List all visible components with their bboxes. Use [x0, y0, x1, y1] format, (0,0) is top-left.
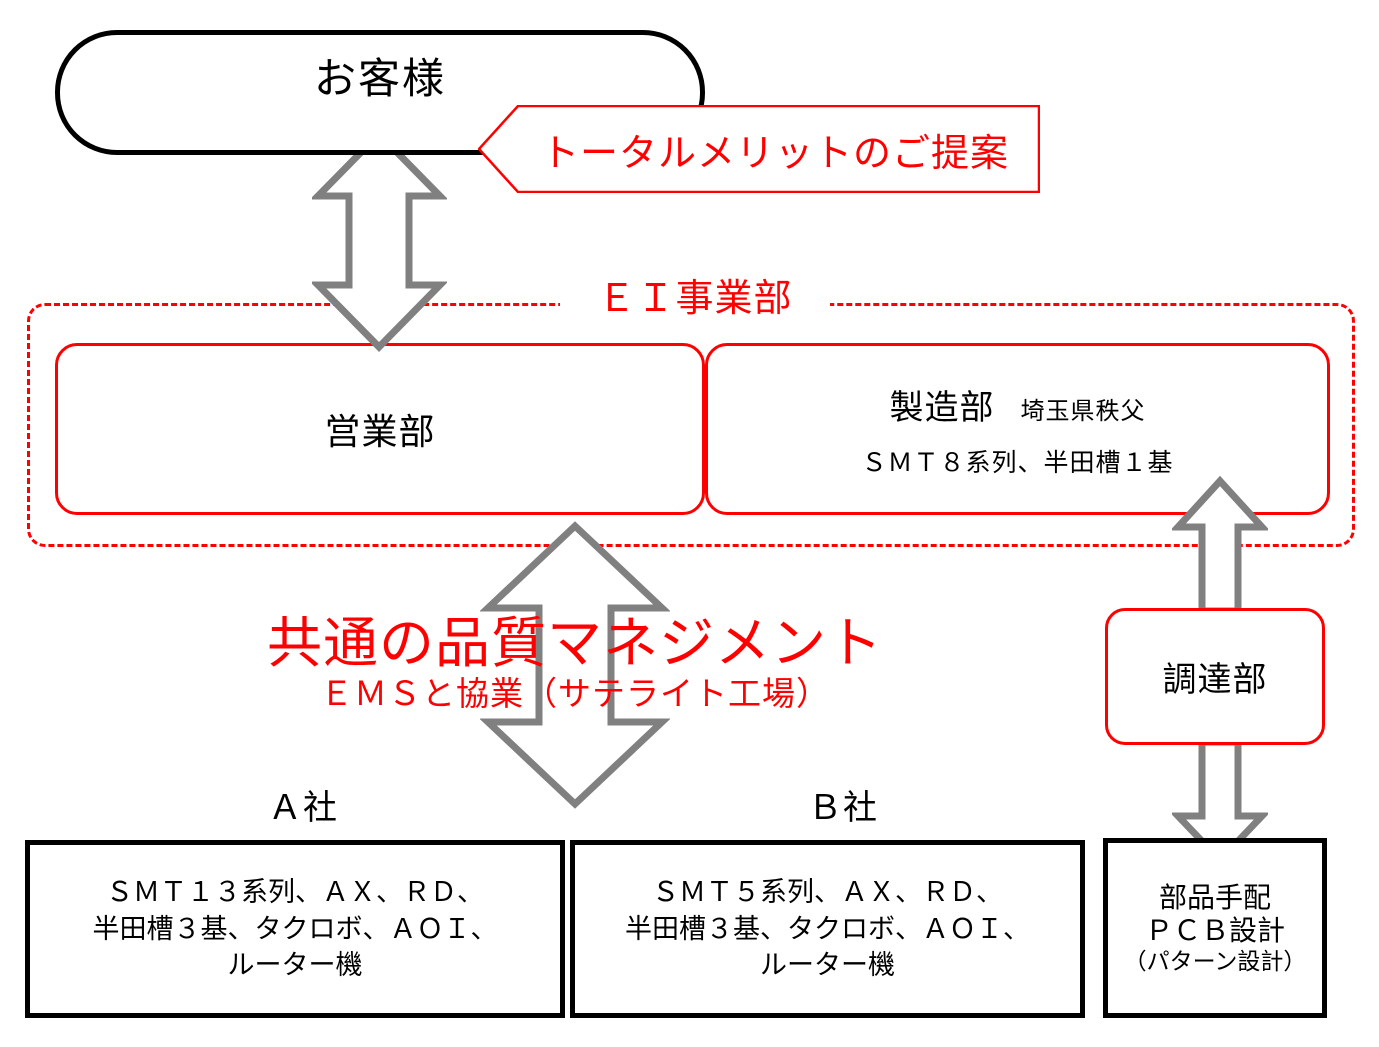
parts-design-box: 部品手配 ＰＣＢ設計 （パターン設計）	[1103, 838, 1327, 1018]
partner-b-capabilities: ＳＭＴ５系列、ＡＸ、ＲＤ、半田槽３基、タクロボ、ＡＯＩ、ルーター機	[625, 877, 1030, 981]
callout-box: トータルメリットのご提案	[478, 105, 1040, 193]
quality-management-subline: ＥＭＳと協業（サテライト工場）	[320, 674, 830, 712]
partner-b-tag: Ｂ社	[808, 788, 878, 827]
partner-a-tag: Ａ社	[268, 788, 338, 827]
division-title: ＥＩ事業部	[560, 272, 830, 320]
arrow-procurement-to-manufacturing	[1172, 475, 1268, 615]
partner-b-box: ＳＭＴ５系列、ＡＸ、ＲＤ、半田槽３基、タクロボ、ＡＯＩ、ルーター機	[570, 840, 1085, 1018]
parts-line-2: ＰＣＢ設計	[1144, 915, 1285, 947]
sales-department-label: 営業部	[324, 411, 436, 452]
callout-shape	[478, 105, 1040, 193]
callout-label: トータルメリットのご提案	[540, 132, 1009, 175]
sales-department-box: 営業部	[55, 343, 705, 515]
arrow-customer-sales	[312, 129, 447, 352]
manufacturing-site: 埼玉県秩父	[1020, 397, 1146, 425]
parts-line-1: 部品手配	[1158, 881, 1271, 913]
customer-label: お客様	[313, 54, 446, 102]
partner-a-capabilities: ＳＭＴ１３系列、ＡＸ、ＲＤ、半田槽３基、タクロボ、ＡＯＩ、ルーター機	[92, 877, 498, 981]
manufacturing-header: 製造部 埼玉県秩父	[890, 380, 1146, 429]
quality-management-callout: 共通の品質マネジメント ＥＭＳと協業（サテライト工場）	[230, 612, 920, 713]
customer-box: お客様	[55, 30, 705, 155]
manufacturing-department-box: 製造部 埼玉県秩父 ＳＭＴ８系列、半田槽１基	[705, 343, 1330, 515]
partner-a-box: ＳＭＴ１３系列、ＡＸ、ＲＤ、半田槽３基、タクロボ、ＡＯＩ、ルーター機	[25, 840, 565, 1018]
arrow-sales-partners	[480, 521, 670, 809]
quality-management-headline: 共通の品質マネジメント	[266, 612, 883, 674]
parts-line-3: （パターン設計）	[1123, 947, 1307, 974]
parts-design-text: 部品手配 ＰＣＢ設計 （パターン設計）	[1124, 881, 1307, 976]
procurement-department-label: 調達部	[1162, 661, 1268, 699]
procurement-department-box: 調達部	[1105, 608, 1325, 745]
manufacturing-title: 製造部	[889, 388, 995, 427]
manufacturing-detail: ＳＭＴ８系列、半田槽１基	[861, 448, 1174, 477]
